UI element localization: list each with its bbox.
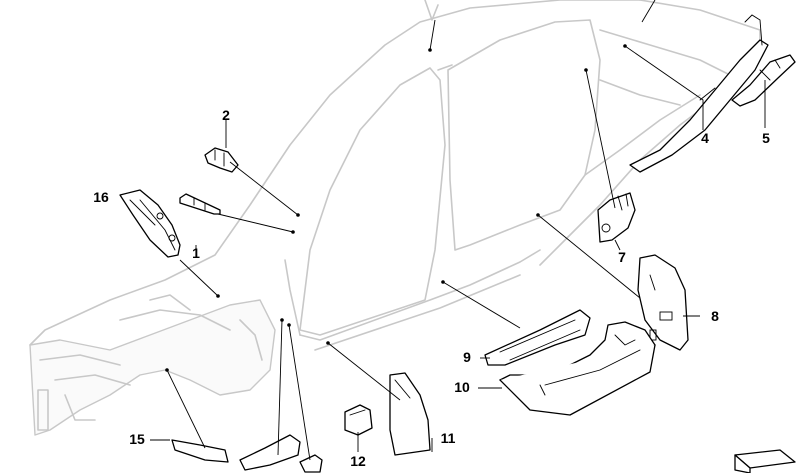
part-15-brackets <box>171 434 323 473</box>
callout-15: 15 <box>129 431 145 447</box>
callout-5: 5 <box>762 130 770 146</box>
arrow-box-icon <box>734 449 796 473</box>
callout-labels: 2 16 1 4 5 7 8 9 10 11 12 15 <box>93 107 770 469</box>
part-4-trim-strip <box>629 14 769 173</box>
callout-9: 9 <box>463 349 471 365</box>
callout-4: 4 <box>701 130 709 146</box>
car-body-shell <box>29 0 761 436</box>
part-9-sill-trim <box>484 309 591 366</box>
callout-1: 1 <box>192 245 200 261</box>
part-1-pin <box>179 193 221 215</box>
part-11-panel <box>389 372 431 456</box>
part-16-pillar-trim <box>119 189 181 258</box>
callout-2: 2 <box>222 107 230 123</box>
leader-lines <box>150 0 766 461</box>
part-12-clip-block <box>344 404 373 436</box>
callout-10: 10 <box>454 379 470 395</box>
callout-7: 7 <box>618 249 626 265</box>
leader-dots <box>165 44 627 372</box>
part-10-lower-sill <box>499 321 656 416</box>
part-5-clip-strip <box>731 54 796 107</box>
callout-16: 16 <box>93 189 109 205</box>
callout-8: 8 <box>711 308 719 324</box>
part-2-clip <box>204 147 239 173</box>
callout-12: 12 <box>350 453 366 469</box>
callout-11: 11 <box>441 430 456 446</box>
part-8-trim-panel <box>637 254 689 351</box>
